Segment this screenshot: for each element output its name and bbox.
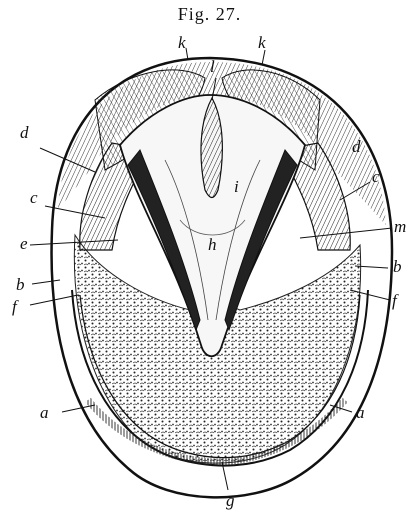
label-f-left: f <box>12 297 19 316</box>
label-h-center: h <box>208 235 217 254</box>
label-b-left: b <box>16 275 25 294</box>
label-l-top: l <box>210 57 215 76</box>
label-e-left: e <box>20 234 28 253</box>
label-d-left: d <box>20 123 29 142</box>
label-f-right: f <box>392 291 399 310</box>
label-c-left: c <box>30 188 38 207</box>
label-c-right: c <box>372 167 380 186</box>
label-i-center: i <box>234 177 239 196</box>
label-b-right: b <box>393 257 402 276</box>
label-g-bottom: g <box>226 491 235 510</box>
label-k-left: k <box>178 33 186 52</box>
label-a-left: a <box>40 403 49 422</box>
label-k-right: k <box>258 33 266 52</box>
label-m-right: m <box>394 217 406 236</box>
label-d-right: d <box>352 137 361 156</box>
label-a-right: a <box>356 403 365 422</box>
